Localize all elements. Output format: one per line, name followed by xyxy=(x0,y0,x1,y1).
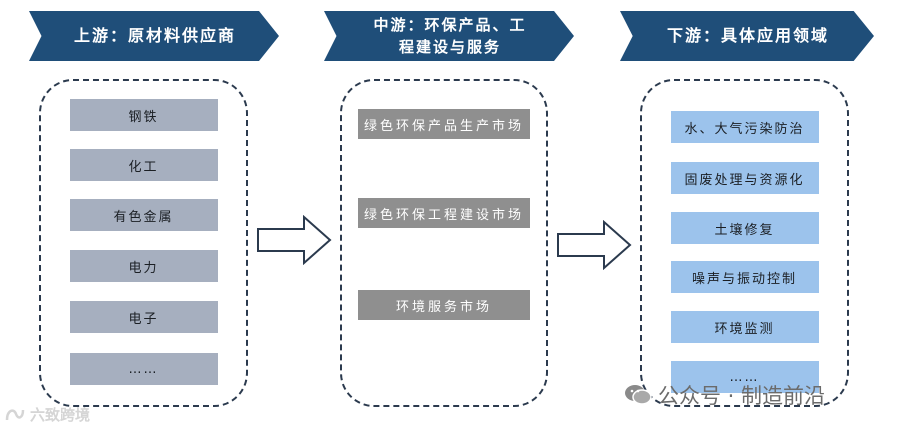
wechat-icon xyxy=(625,385,652,405)
upstream-item: 电力 xyxy=(69,250,218,282)
downstream-panel: 水、大气污染防治 固废处理与资源化 土壤修复 噪声与振动控制 环境监测 …… xyxy=(640,79,849,407)
upstream-banner: 上游：原材料供应商 xyxy=(29,11,279,61)
upstream-item: …… xyxy=(69,353,218,385)
upstream-panel: 钢铁 化工 有色金属 电力 电子 …… xyxy=(39,79,248,407)
downstream-item: …… xyxy=(670,361,819,393)
midstream-title-line1: 中游：环保产品、工 xyxy=(373,16,527,34)
midstream-title-line2: 程建设与服务 xyxy=(398,38,501,56)
watermark-logo-text: 六致跨境 xyxy=(30,406,91,424)
midstream-title: 中游：环保产品、工 程建设与服务 xyxy=(373,14,526,58)
midstream-item: 绿色环保工程建设市场 xyxy=(358,198,530,228)
downstream-item: 环境监测 xyxy=(670,311,819,343)
watermark-logo: 六致跨境 xyxy=(4,404,90,425)
flow-arrow-icon xyxy=(257,215,332,265)
flow-arrow-icon xyxy=(557,220,632,270)
midstream-item: 环境服务市场 xyxy=(358,290,530,320)
downstream-banner: 下游：具体应用领域 xyxy=(620,11,874,61)
downstream-item: 土壤修复 xyxy=(670,212,819,244)
downstream-title: 下游：具体应用领域 xyxy=(666,26,829,45)
upstream-item: 化工 xyxy=(69,149,218,181)
upstream-title: 上游：原材料供应商 xyxy=(73,26,236,45)
downstream-item: 水、大气污染防治 xyxy=(670,111,819,143)
upstream-item: 有色金属 xyxy=(69,199,218,231)
watermark-text: 公众号 · 制造前沿 xyxy=(658,384,826,408)
upstream-item: 电子 xyxy=(69,301,218,333)
downstream-item: 固废处理与资源化 xyxy=(670,162,819,194)
midstream-panel: 绿色环保产品生产市场 绿色环保工程建设市场 环境服务市场 xyxy=(340,79,548,407)
midstream-item: 绿色环保产品生产市场 xyxy=(358,109,530,139)
midstream-banner: 中游：环保产品、工 程建设与服务 xyxy=(324,11,574,61)
watermark: 公众号 · 制造前沿 xyxy=(624,380,825,410)
upstream-item: 钢铁 xyxy=(69,99,218,131)
downstream-item: 噪声与振动控制 xyxy=(670,261,819,293)
logo-mark-icon xyxy=(5,408,25,420)
